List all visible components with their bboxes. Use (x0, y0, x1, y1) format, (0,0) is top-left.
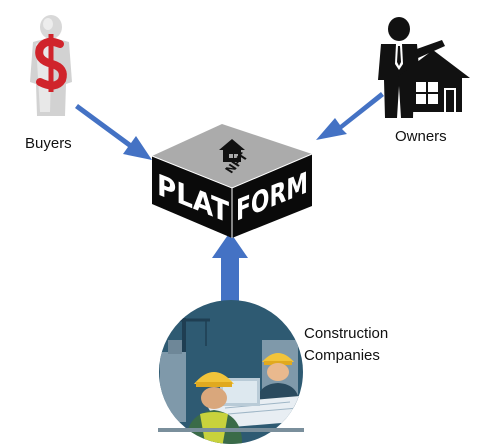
construction-workers-icon (158, 300, 304, 444)
arrow-buyers-to-platform (75, 104, 152, 160)
construction-label-line1: Construction (304, 325, 388, 342)
owners-label: Owners (395, 128, 447, 145)
platform-cube: NPT PLAT FORM (151, 124, 313, 238)
buyers-label: Buyers (25, 135, 72, 152)
person-dollar-icon (30, 15, 72, 116)
businessman-house-icon (378, 17, 470, 118)
arrow-construction-to-platform (212, 232, 248, 305)
house-logo-icon (219, 139, 245, 162)
arrow-owners-to-platform (316, 92, 384, 140)
construction-label-line2: Companies (304, 347, 380, 364)
